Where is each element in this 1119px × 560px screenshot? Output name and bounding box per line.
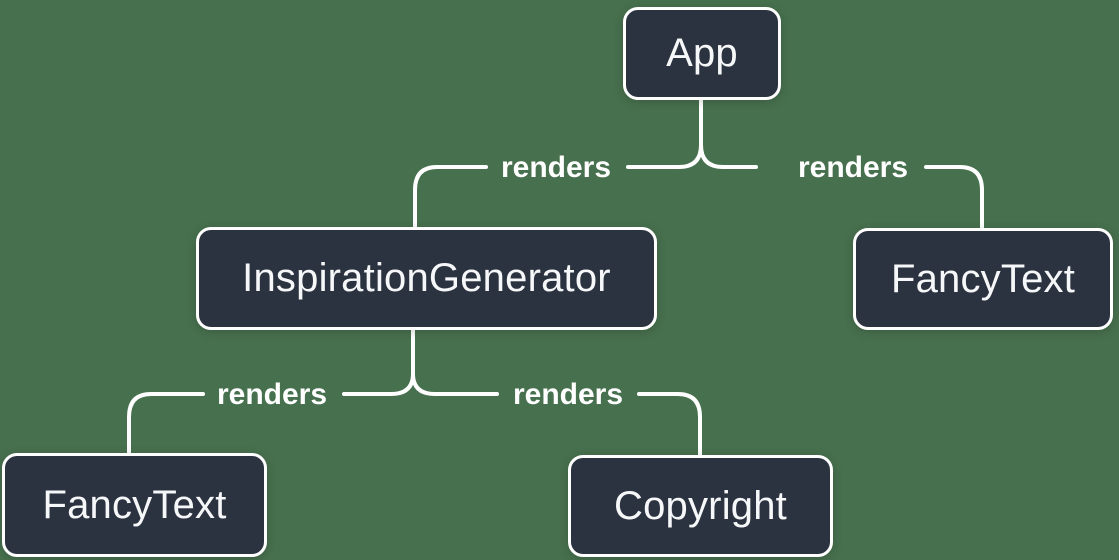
edge-label-app-fancy-text: renders bbox=[797, 151, 909, 184]
node-inspiration-generator: InspirationGenerator bbox=[196, 227, 657, 330]
node-inspiration-generator-label: InspirationGenerator bbox=[242, 256, 611, 300]
node-app: App bbox=[623, 7, 781, 100]
node-copyright-label: Copyright bbox=[614, 483, 787, 528]
connector-app-to-ig-corner bbox=[413, 165, 488, 229]
node-fancy-text-top-label: FancyText bbox=[890, 256, 1076, 301]
node-app-label: App bbox=[666, 31, 738, 75]
connector-ig-to-fancytext-corner bbox=[127, 392, 205, 455]
edge-label-inspiration-generator-fancy-text: renders bbox=[216, 378, 328, 411]
node-fancy-text-top: FancyText bbox=[853, 228, 1113, 330]
connector-ig-to-copyright-corner bbox=[637, 392, 702, 457]
connector-app-to-fancytext-flare bbox=[699, 143, 758, 169]
connector-ig-to-fancytext-flare bbox=[342, 372, 415, 396]
connector-ig-to-copyright-flare bbox=[411, 372, 499, 396]
node-copyright: Copyright bbox=[568, 455, 833, 557]
edge-label-app-inspiration-generator: renders bbox=[500, 151, 612, 184]
connector-app-to-ig-flare bbox=[626, 143, 703, 169]
node-fancy-text-bottom: FancyText bbox=[2, 453, 267, 557]
node-fancy-text-bottom-label: FancyText bbox=[42, 482, 227, 527]
edge-label-inspiration-generator-copyright: renders bbox=[512, 378, 624, 411]
connector-app-to-fancytext-corner bbox=[924, 165, 984, 230]
